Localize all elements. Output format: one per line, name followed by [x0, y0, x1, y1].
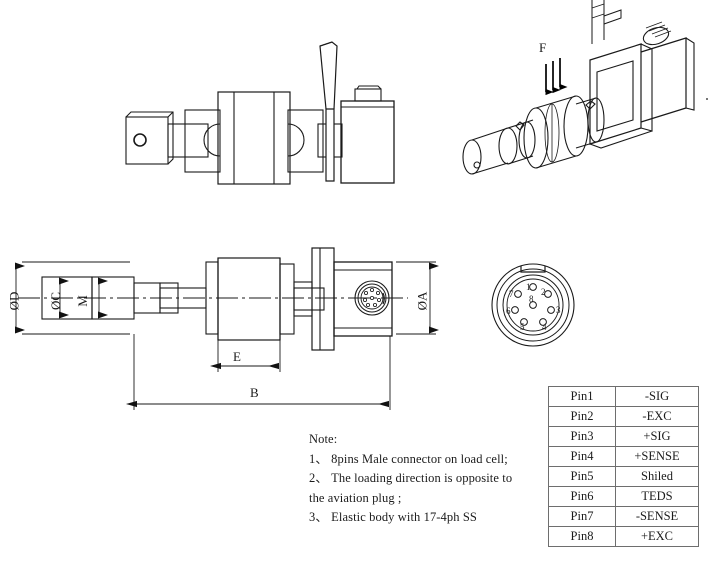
dimension-label-B: B	[250, 385, 259, 400]
dimension-label-M: M	[75, 295, 90, 307]
dimension-lines	[15, 261, 439, 410]
pin-number-cell: Pin2	[548, 406, 616, 427]
table-row: Pin6 TEDS	[548, 486, 699, 507]
pin-number-cell: Pin8	[548, 526, 616, 547]
table-row: Pin3 +SIG	[548, 426, 699, 447]
pin-number-8: 8	[529, 294, 534, 304]
pin-signal-cell: TEDS	[615, 486, 699, 507]
pin-number-cell: Pin7	[548, 506, 616, 527]
pin-signal-cell: +EXC	[615, 526, 699, 547]
pin-signal-cell: -SENSE	[615, 506, 699, 527]
dimension-label-E: E	[233, 349, 241, 364]
notes-heading: Note:	[309, 432, 338, 446]
table-row: Pin7 -SENSE	[548, 506, 699, 527]
dimension-label-phiA: ØA	[414, 291, 429, 311]
dim-B	[126, 334, 391, 410]
view-connector-face	[491, 263, 575, 347]
note-item-1: 1、 8pins Male connector on load cell;	[309, 451, 508, 466]
table-row: Pin2 -EXC	[548, 406, 699, 427]
table-row: Pin1 -SIG	[548, 386, 699, 407]
connector-pin-holes	[511, 283, 555, 326]
pin-number-5: 5	[520, 322, 525, 332]
pin-assignment-table: Pin1 -SIG Pin2 -EXC Pin3 +SIG Pin4 +SENS…	[548, 386, 699, 547]
pin-number-cell: Pin1	[548, 386, 616, 407]
dimension-label-phiD: ØD	[6, 291, 21, 311]
view-top-left-outline	[125, 41, 395, 185]
pin-number-1: 1	[526, 282, 531, 292]
pin-signal-cell: +SENSE	[615, 446, 699, 467]
table-row: Pin8 +EXC	[548, 526, 699, 547]
pin-number-cell: Pin4	[548, 446, 616, 467]
note-item-3: 3、 Elastic body with 17-4ph SS	[309, 510, 477, 524]
table-row: Pin4 +SENSE	[548, 446, 699, 467]
pin-number-2: 2	[541, 287, 546, 297]
pin-signal-cell: +SIG	[615, 426, 699, 447]
pin-signal-cell: -EXC	[615, 406, 699, 427]
pin-signal-cell: -SIG	[615, 386, 699, 407]
pin-number-cell: Pin6	[548, 486, 616, 507]
connector-pin-numbers: 1 2 3 4 5 6 7 8	[506, 282, 561, 332]
view-top-right-isometric	[462, 0, 708, 175]
pin-number-cell: Pin5	[548, 466, 616, 487]
pin-number-6: 6	[506, 306, 511, 316]
note-item-2: 2、 The loading direction is opposite to	[309, 471, 513, 485]
pin-signal-cell: Shiled	[615, 466, 699, 487]
pin-number-7: 7	[509, 289, 514, 299]
notes-block: Note: 1、 8pins Male connector on load ce…	[309, 430, 549, 528]
table-row: Pin5 Shiled	[548, 466, 699, 487]
note-item-2-cont: the aviation plug ;	[309, 490, 402, 505]
dimension-label-phiC: ØC	[48, 291, 63, 311]
pin-number-3: 3	[556, 305, 561, 315]
dim-E	[210, 340, 281, 372]
force-arrows	[545, 58, 568, 96]
pin-number-4: 4	[542, 322, 547, 332]
pin-number-cell: Pin3	[548, 426, 616, 447]
force-label-F: F	[539, 40, 547, 55]
